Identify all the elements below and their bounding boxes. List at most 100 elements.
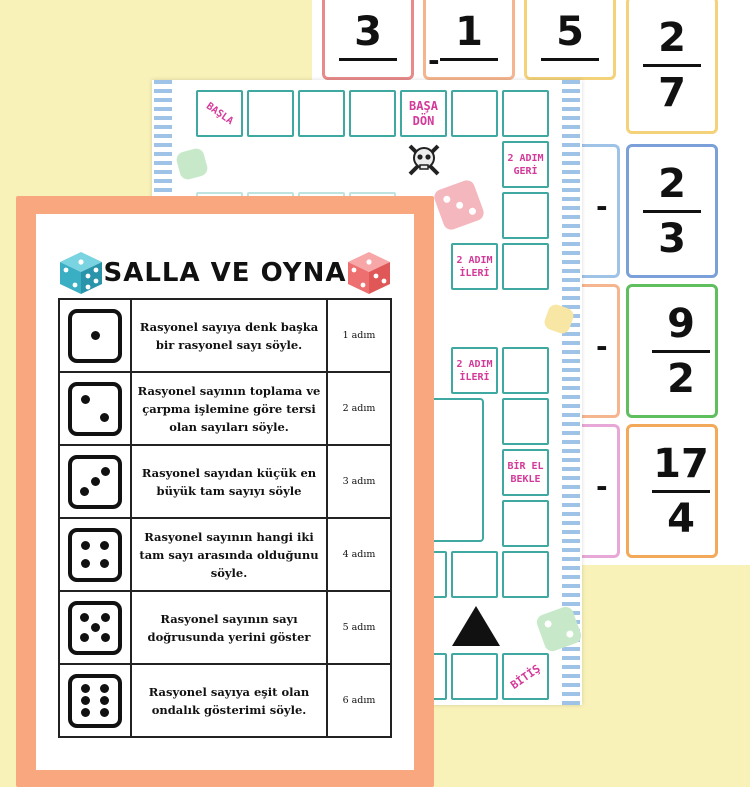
dice-pip	[81, 684, 91, 694]
rule-row: Rasyonel sayıya denk başka bir rasyonel …	[58, 298, 392, 373]
rule-steps: 2 adım	[326, 371, 392, 446]
dice-pip	[90, 477, 100, 486]
board-square-finish: BİTİŞ	[502, 653, 549, 700]
skull-icon	[406, 142, 442, 178]
board-square	[502, 500, 549, 547]
dice-pip	[99, 540, 109, 550]
dice-cell	[58, 663, 132, 738]
board-square	[451, 551, 498, 598]
minus-sign: -	[596, 190, 608, 223]
card-five: 5	[524, 0, 616, 80]
card-one: 1	[423, 0, 515, 80]
fraction-bar	[339, 57, 397, 61]
dice-pip	[467, 206, 477, 216]
card-partial-pink	[582, 424, 620, 558]
board-square	[298, 90, 345, 137]
dice-face-icon	[68, 527, 122, 582]
board-square-two-forward: 2 ADIM İLERİ	[451, 243, 498, 290]
dice-pip	[100, 466, 110, 476]
minus-sign: -	[428, 44, 440, 77]
dice-face-icon	[68, 673, 122, 728]
fraction-bar	[652, 349, 710, 353]
rule-text: Rasyonel sayının sayı doğrusunda yerini …	[130, 590, 328, 665]
card-number: 1	[455, 8, 483, 55]
board-square	[451, 90, 498, 137]
dice-cell	[58, 298, 132, 373]
rule-steps: 3 adım	[326, 444, 392, 519]
square-label: BİR EL BEKLE	[507, 460, 544, 485]
dice-face-icon	[68, 308, 122, 363]
square-label: 2 ADIM İLERİ	[456, 254, 493, 279]
numerator: 2	[658, 14, 686, 61]
rules-sheet: SALLA VE OYNA Rasyonel sayıya denk başka…	[16, 196, 434, 787]
card-fraction-2-7: 2 7	[626, 0, 718, 134]
fraction-bar	[440, 57, 498, 61]
rule-steps: 4 adım	[326, 517, 392, 592]
card-partial-blue	[582, 144, 620, 278]
dice-pip	[565, 629, 575, 639]
square-label: BAŞLA	[204, 100, 235, 127]
numerator: 17	[653, 440, 709, 487]
fraction-bar	[643, 63, 701, 67]
dice-face-icon	[68, 454, 122, 509]
card-number: 5	[556, 8, 584, 55]
square-label: BAŞA DÖN	[409, 98, 438, 128]
dice-pip	[99, 413, 109, 423]
dice-pip	[80, 633, 90, 643]
dice-pip	[99, 707, 109, 717]
board-square-two-forward: 2 ADIM İLERİ	[451, 347, 498, 394]
dice-face-icon	[68, 381, 122, 436]
dice-pip	[99, 696, 109, 705]
card-partial-orange	[582, 284, 620, 418]
board-square	[451, 653, 498, 700]
dice-pip	[455, 200, 465, 210]
board-square	[502, 551, 549, 598]
board-square	[502, 398, 549, 445]
pink-dice-icon	[432, 178, 486, 232]
dice-pip	[80, 612, 90, 622]
green-dice-icon	[174, 146, 210, 182]
wave-border-right	[562, 80, 580, 705]
numerator: 9	[667, 300, 695, 347]
dice-pip	[81, 559, 91, 569]
minus-sign: -	[596, 470, 608, 503]
dice-pip	[99, 559, 109, 569]
board-square-start: BAŞLA	[196, 90, 243, 137]
board-square-back-to-start: BAŞA DÖN	[400, 90, 447, 137]
dice-pip	[80, 487, 90, 497]
dice-pip	[100, 612, 110, 622]
rule-text: Rasyonel sayının hangi iki tam sayı aras…	[130, 517, 328, 592]
dice-pip	[100, 633, 110, 643]
card-fraction-2-3: 2 3	[626, 144, 718, 278]
dice-pip	[99, 684, 109, 694]
board-square	[502, 90, 549, 137]
denominator: 7	[658, 69, 686, 116]
rule-row: Rasyonel sayıdan küçük en büyük tam sayı…	[58, 444, 392, 519]
square-label: BİTİŞ	[508, 661, 543, 692]
dice-cell	[58, 444, 132, 519]
denominator: 2	[667, 355, 695, 402]
rule-row: Rasyonel sayının toplama ve çarpma işlem…	[58, 371, 392, 446]
card-three: 3	[322, 0, 414, 80]
board-square	[502, 243, 549, 290]
sheet-title: SALLA VE OYNA	[103, 258, 347, 288]
board-square	[247, 90, 294, 137]
red-dice-icon	[346, 250, 392, 296]
dice-pip	[442, 194, 452, 204]
rule-row: Rasyonel sayının sayı doğrusunda yerini …	[58, 590, 392, 665]
dice-cell	[58, 517, 132, 592]
dice-cell	[58, 590, 132, 665]
rule-text: Rasyonel sayıya denk başka bir rasyonel …	[130, 298, 328, 373]
dice-pip	[81, 707, 91, 717]
dice-pip	[90, 623, 100, 632]
card-fraction-9-2: 9 2	[626, 284, 718, 418]
rule-steps: 1 adım	[326, 298, 392, 373]
rule-row: Rasyonel sayının hangi iki tam sayı aras…	[58, 517, 392, 592]
card-number: 3	[354, 8, 382, 55]
rules-paper: SALLA VE OYNA Rasyonel sayıya denk başka…	[36, 214, 414, 770]
numerator: 2	[658, 160, 686, 207]
rule-row: Rasyonel sayıya eşit olan ondalık göster…	[58, 663, 392, 738]
board-square-two-back: 2 ADIM GERİ	[502, 141, 549, 188]
fraction-bar	[652, 489, 710, 493]
dice-pip	[543, 619, 553, 629]
